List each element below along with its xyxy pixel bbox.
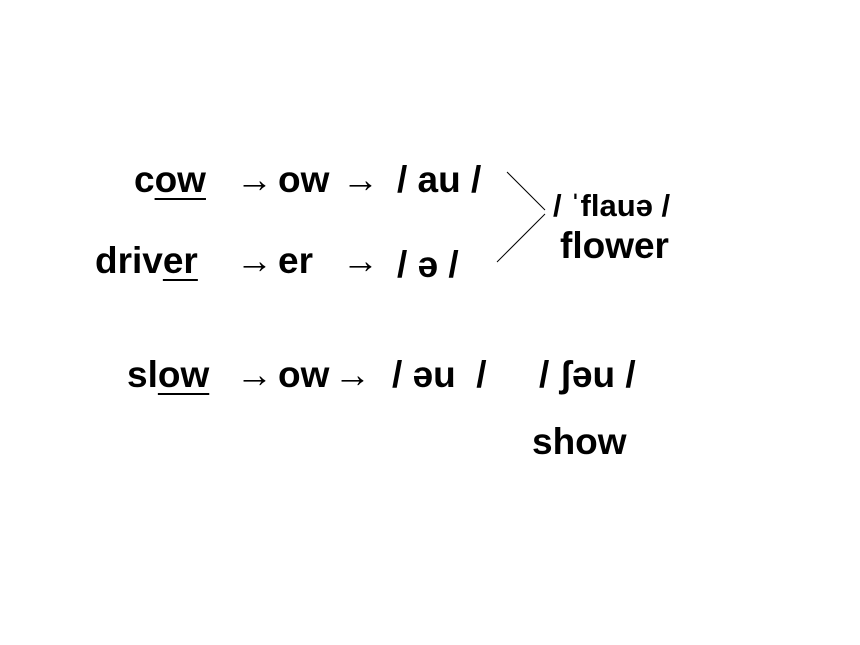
word-slow: slow — [127, 356, 209, 393]
phoneme-ou: / əu / — [392, 354, 487, 395]
flower-word: flower — [560, 225, 669, 266]
arrow-2: → — [334, 354, 371, 395]
word-cow: cow — [134, 161, 206, 198]
arrow-1: → — [236, 354, 273, 395]
phoneme-au: / au / — [397, 159, 482, 200]
spelling-ow: ow — [278, 354, 330, 395]
word-focus-letters: ow — [154, 159, 206, 200]
show-ipa: / ʃəu / — [539, 354, 636, 395]
word-focus-letters: ow — [157, 354, 210, 395]
word-prefix: c — [134, 159, 155, 200]
arrow-1: → — [236, 159, 273, 200]
spelling-er: er — [278, 240, 313, 281]
arrow-2: → — [342, 240, 379, 281]
word-focus-letters: er — [162, 240, 198, 281]
bracket-upper-line — [506, 171, 546, 211]
flower-ipa: / ˈflauə / — [553, 188, 671, 223]
bracket-lower-line — [496, 213, 546, 263]
spelling-ow: ow — [278, 159, 330, 200]
phoneme-schwa: / ə / — [397, 244, 459, 285]
show-word: show — [532, 421, 627, 462]
word-prefix: sl — [127, 354, 158, 395]
arrow-1: → — [236, 240, 273, 281]
arrow-2: → — [342, 159, 379, 200]
word-driver: driver — [95, 242, 198, 279]
word-prefix: driv — [95, 240, 163, 281]
